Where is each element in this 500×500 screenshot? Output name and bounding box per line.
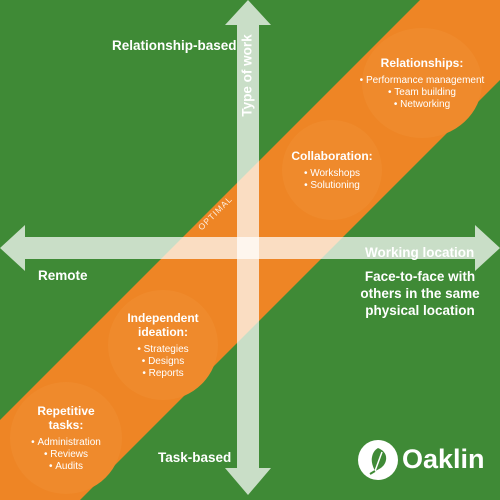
node-repetitive-tasks: Repetitive tasks: Administration Reviews… — [10, 382, 122, 494]
node-item: Designs — [137, 356, 188, 368]
node-collaboration: Collaboration: Workshops Solutioning — [282, 120, 382, 220]
right-axis-label: Face-to-face with others in the same phy… — [360, 269, 480, 318]
node-item: Workshops — [304, 168, 360, 180]
node-title: Repetitive tasks: — [37, 403, 95, 432]
node-item: Reviews — [31, 449, 101, 461]
node-item: Networking — [360, 99, 485, 111]
node-title: Independent ideation: — [127, 310, 199, 339]
node-item: Strategies — [137, 344, 189, 356]
node-item: Solutioning — [304, 180, 360, 192]
brand-name: Oaklin — [402, 444, 485, 474]
node-item: Performance management — [360, 75, 484, 87]
left-axis-label: Remote — [38, 268, 88, 283]
node-title: Relationships: — [380, 55, 464, 70]
horizontal-axis-arrow — [0, 225, 500, 271]
vertical-axis-label: Type of work — [239, 34, 255, 117]
node-item: Audits — [31, 461, 101, 473]
node-item: Team building — [360, 87, 485, 99]
horizontal-axis-label: Working location — [365, 245, 475, 260]
node-relationships: Relationships: Performance management Te… — [360, 28, 485, 138]
node-title: Collaboration: — [291, 148, 373, 163]
node-independent-ideation: Independent ideation: Strategies Designs… — [108, 290, 218, 400]
node-item: Administration — [31, 437, 100, 449]
top-axis-label: Relationship-based — [112, 38, 237, 53]
node-item: Reports — [137, 368, 188, 380]
oak-leaf-icon — [358, 440, 398, 480]
bottom-axis-label: Task-based — [158, 450, 232, 465]
